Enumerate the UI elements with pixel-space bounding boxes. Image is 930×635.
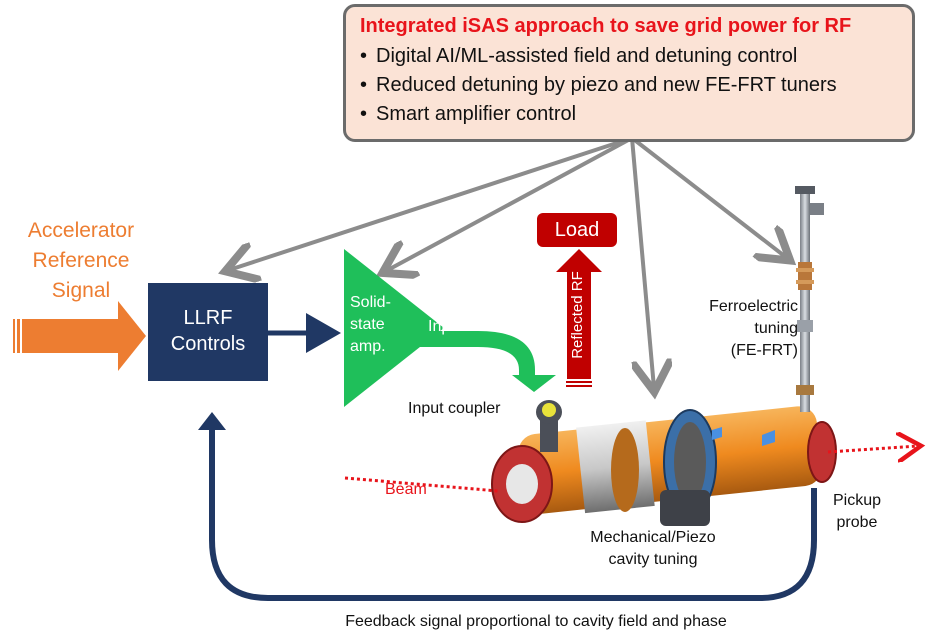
llrf-controls-label: Controls (170, 333, 246, 355)
ferroelectric-tuner-rod (795, 186, 824, 412)
pickup-probe-label: Pickup probe (832, 492, 882, 531)
arrow-to-amplifier (386, 136, 633, 271)
cavity-illustration (491, 400, 837, 526)
beam-line-out (827, 446, 918, 452)
reference-signal-arrow (13, 301, 146, 371)
reflected-rf-arrow (556, 249, 602, 387)
beam-line-in (344, 476, 499, 493)
beam-label: Beam (385, 481, 427, 498)
arrow-to-ferroelectric-tuner (630, 136, 787, 258)
solid-state-amplifier-triangle (344, 249, 444, 407)
feedback-signal-label: Feedback signal proportional to cavity f… (345, 613, 727, 630)
mechanical-piezo-label: Mechanical/Piezo cavity tuning (590, 529, 716, 568)
callout-bullet: •Digital AI/ML-assisted field and detuni… (360, 45, 798, 67)
callout-bullet-list: •Digital AI/ML-assisted field and detuni… (360, 42, 900, 129)
feedback-loop-line (209, 428, 817, 601)
callout-bullet: •Reduced detuning by piezo and new FE-FR… (360, 74, 837, 96)
input-rf-label: Input RF (428, 318, 490, 335)
feedback-arrowhead (198, 412, 226, 430)
arrow-to-llrf (229, 136, 633, 270)
solid-state-amp-label: Solid- state amp. (350, 294, 391, 355)
callout-arrows (229, 136, 787, 388)
llrf-label: LLRF (183, 307, 233, 329)
llrf-controls-box: LLRF Controls (148, 283, 268, 381)
arrow-to-mechanical-tuning (630, 137, 654, 388)
ferroelectric-tuning-label: Ferroelectric tuning (FE-FRT) (709, 298, 798, 359)
input-rf-arrow (420, 331, 556, 392)
input-coupler-label: Input coupler (408, 400, 501, 417)
reflected-rf-label: Reflected RF (569, 271, 586, 359)
callout-box: Integrated iSAS approach to save grid po… (343, 4, 915, 142)
load-box: Load (537, 213, 617, 247)
callout-title: Integrated iSAS approach to save grid po… (360, 15, 852, 37)
accelerator-reference-label: Accelerator Reference Signal (27, 219, 135, 302)
callout-bullet: •Smart amplifier control (360, 103, 577, 125)
